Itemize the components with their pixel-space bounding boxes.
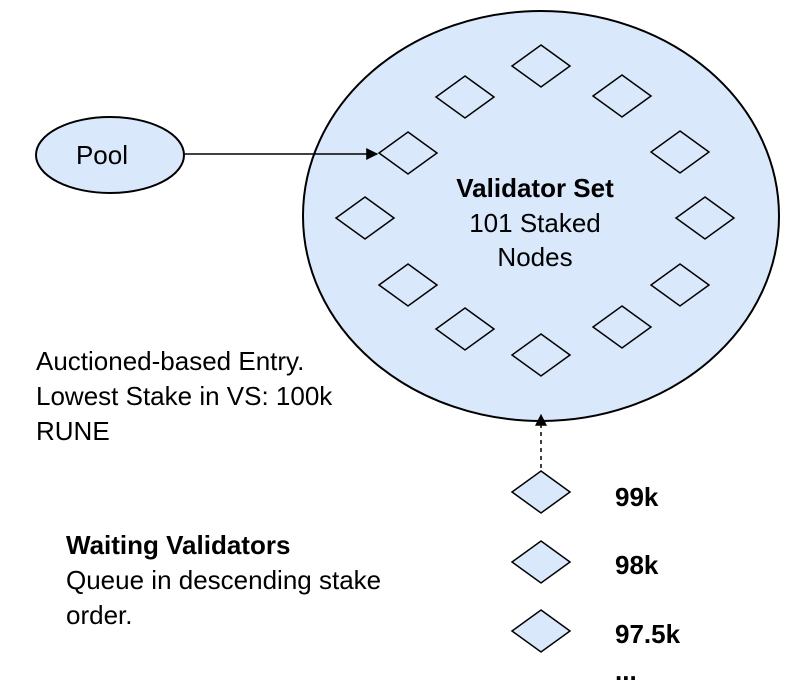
validator-set-nodes: Nodes (497, 242, 572, 272)
waiting-validators-note: Waiting Validators Queue in descending s… (66, 528, 381, 633)
pool-label: Pool (76, 140, 128, 170)
auction-note-line: Auctioned-based Entry. (36, 346, 305, 376)
validator-node (334, 196, 396, 240)
validator-node (649, 130, 711, 174)
queue-node (510, 609, 572, 653)
validator-node (434, 75, 496, 119)
auction-note: Auctioned-based Entry. Lowest Stake in V… (36, 344, 332, 449)
validator-node (377, 263, 439, 307)
validator-node (649, 263, 711, 307)
validator-node (591, 74, 653, 118)
validator-set-title: Validator Set (456, 173, 614, 203)
validator-node (377, 131, 439, 175)
waiting-validators-line: Queue in descending stake (66, 565, 382, 595)
queue-stake-label: 99k (615, 482, 659, 512)
queue-nodes (510, 470, 572, 653)
pool-node (35, 116, 185, 194)
queue-stake-label: 98k (615, 550, 659, 580)
validator-node (591, 305, 653, 349)
auction-note-line: Lowest Stake in VS: 100k (36, 381, 333, 411)
queue-node (510, 540, 572, 584)
waiting-validators-title: Waiting Validators (66, 530, 291, 560)
validator-node (434, 307, 496, 351)
queue-more-ellipsis: ... (615, 656, 637, 686)
validator-nodes (334, 44, 736, 377)
queue-stake-label: 97.5k (615, 619, 681, 649)
validator-set-count: 101 Staked (469, 208, 601, 238)
queue-node (510, 470, 572, 514)
waiting-validators-line: order. (66, 600, 133, 630)
validator-node (510, 333, 572, 377)
validator-node (510, 44, 572, 88)
validator-node (674, 196, 736, 240)
auction-note-line: RUNE (36, 416, 110, 446)
